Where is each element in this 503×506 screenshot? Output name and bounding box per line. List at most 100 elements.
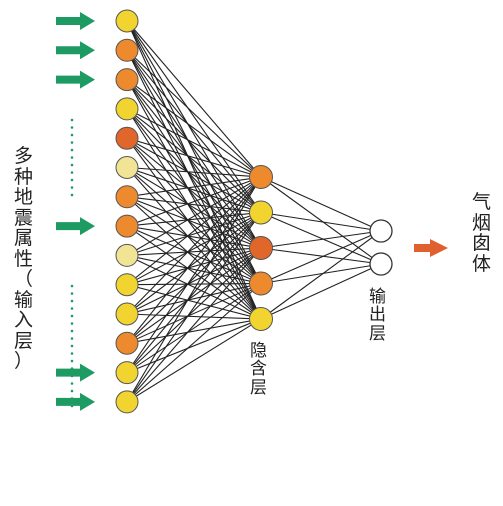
hidden-node bbox=[249, 271, 273, 296]
edge-input-hidden bbox=[126, 212, 262, 286]
target-label: 气烟囱体 bbox=[472, 192, 491, 274]
edge-hidden-output bbox=[260, 263, 382, 320]
label-char: 体 bbox=[472, 252, 492, 275]
input-node bbox=[115, 9, 139, 33]
ellipsis-dot bbox=[70, 171, 74, 174]
label-char: 地 bbox=[14, 186, 34, 209]
network-nodes bbox=[115, 9, 393, 414]
input-node bbox=[115, 361, 139, 385]
edge-hidden-output bbox=[260, 230, 382, 320]
edge-hidden-output bbox=[260, 176, 382, 265]
input-arrows bbox=[56, 12, 95, 411]
edge-input-hidden bbox=[126, 247, 262, 286]
input-node bbox=[115, 156, 139, 179]
edge-hidden-output bbox=[260, 211, 382, 265]
ellipsis-dot bbox=[70, 367, 74, 370]
label-char: ） bbox=[14, 350, 34, 373]
input-node bbox=[115, 273, 139, 297]
edge-input-hidden bbox=[126, 283, 262, 374]
input-arrow bbox=[56, 217, 95, 236]
label-char: 输 bbox=[14, 288, 34, 311]
edge-input-hidden bbox=[126, 254, 262, 320]
edge-hidden-output bbox=[260, 263, 382, 285]
ellipsis-dot bbox=[70, 382, 74, 385]
ellipsis-dot bbox=[70, 337, 74, 340]
ellipsis-dot bbox=[70, 141, 74, 144]
ellipsis-dot bbox=[70, 359, 74, 363]
edge-input-hidden bbox=[126, 79, 262, 178]
edge-input-hidden bbox=[126, 20, 262, 178]
label-char: 气 bbox=[472, 191, 492, 213]
edge-input-hidden bbox=[126, 247, 262, 344]
edge-input-hidden bbox=[126, 49, 262, 178]
edge-input-hidden bbox=[126, 212, 262, 344]
hidden-layer-label: 隐含层 bbox=[250, 342, 267, 397]
edge-input-hidden bbox=[126, 211, 262, 256]
input-node bbox=[115, 38, 139, 62]
edge-input-hidden bbox=[126, 212, 262, 315]
label-char: 出 bbox=[369, 305, 386, 326]
input-arrow bbox=[56, 392, 95, 411]
ellipsis-dot bbox=[70, 314, 74, 318]
edge-hidden-output bbox=[260, 247, 382, 265]
edge-input-hidden bbox=[126, 283, 262, 403]
ellipsis-dot bbox=[70, 133, 74, 137]
edge-input-hidden bbox=[126, 247, 262, 374]
label-char: 震 bbox=[14, 206, 34, 229]
edge-input-hidden bbox=[126, 166, 262, 178]
label-char: （ bbox=[14, 268, 34, 291]
hidden-node bbox=[249, 307, 273, 331]
input-arrow bbox=[56, 70, 95, 89]
edge-input-hidden bbox=[126, 176, 262, 373]
edge-input-hidden bbox=[126, 318, 262, 374]
edge-input-hidden bbox=[126, 254, 262, 285]
input-node bbox=[115, 302, 139, 326]
label-char: 隐 bbox=[250, 341, 267, 361]
input-node bbox=[115, 214, 139, 238]
label-char: 囱 bbox=[472, 232, 492, 255]
input-arrow bbox=[56, 41, 95, 60]
edge-hidden-output bbox=[260, 230, 382, 249]
output-arrow bbox=[414, 239, 448, 257]
edge-hidden-output bbox=[260, 230, 382, 285]
label-char: 多 bbox=[14, 145, 34, 167]
edge-input-hidden bbox=[126, 247, 262, 256]
input-node bbox=[115, 126, 139, 150]
ellipsis-dot bbox=[70, 284, 74, 288]
edge-input-hidden bbox=[126, 176, 262, 198]
ellipsis-dot bbox=[70, 374, 74, 378]
ellipsis-dot bbox=[70, 186, 74, 189]
output-node bbox=[369, 252, 393, 276]
ellipsis-dot bbox=[70, 148, 74, 152]
label-char: 性 bbox=[14, 247, 34, 270]
edge-input-hidden bbox=[126, 247, 262, 315]
ellipsis-dot bbox=[70, 307, 74, 310]
edge-input-hidden bbox=[126, 176, 262, 403]
input-node bbox=[115, 185, 139, 209]
label-char: 入 bbox=[14, 309, 34, 332]
output-node bbox=[369, 219, 393, 243]
hidden-node bbox=[249, 200, 273, 225]
edge-input-hidden bbox=[126, 212, 262, 373]
label-char: 含 bbox=[250, 359, 267, 380]
label-char: 输 bbox=[369, 287, 386, 307]
ellipsis-dot bbox=[70, 118, 74, 122]
edge-input-hidden bbox=[126, 176, 262, 256]
input-node bbox=[115, 243, 139, 267]
edge-hidden-output bbox=[260, 176, 382, 232]
ellipsis-dot bbox=[70, 329, 74, 333]
input-arrow bbox=[56, 363, 95, 382]
edge-input-hidden bbox=[126, 247, 262, 403]
edge-input-hidden bbox=[126, 318, 262, 403]
connection-lines bbox=[126, 20, 382, 403]
label-char: 属 bbox=[14, 227, 34, 250]
label-char: 层 bbox=[250, 377, 267, 398]
input-arrow bbox=[56, 12, 95, 30]
output-layer-label: 输出层 bbox=[369, 288, 386, 343]
ellipsis-dot bbox=[70, 126, 74, 129]
ellipsis-dot bbox=[70, 292, 74, 295]
label-char: 烟 bbox=[472, 211, 492, 234]
input-node bbox=[115, 97, 139, 121]
label-char: 种 bbox=[14, 165, 34, 188]
ellipsis-dot bbox=[70, 397, 74, 400]
